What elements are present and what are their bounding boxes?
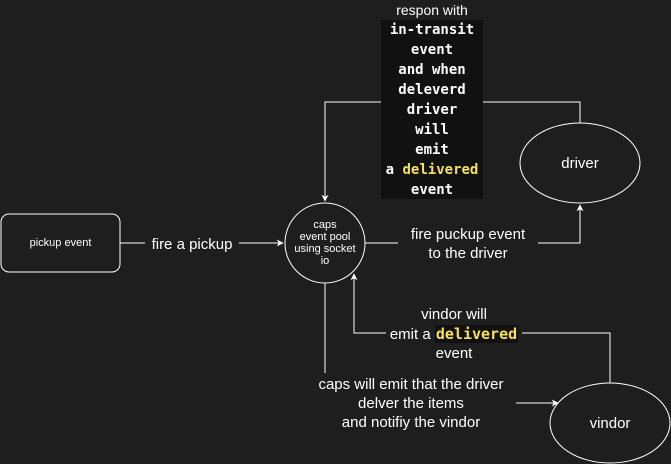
pickup-event-label: pickup event — [1, 214, 120, 272]
driver-label: driver — [520, 123, 640, 203]
edge-label-text: to the driver — [428, 244, 508, 262]
caps-label-line: event pool — [299, 231, 351, 243]
edge-label-text: deleverd — [398, 82, 466, 98]
edge-label-text: a — [385, 162, 403, 178]
edge-label-line: a delivered — [381, 160, 483, 180]
edge-label-text: emit a — [389, 325, 435, 343]
caps-label: caps event pool using socket io — [285, 203, 365, 283]
edge-label-text: emit — [415, 142, 449, 158]
code-block-background — [381, 20, 483, 199]
caps-label-line: io — [320, 255, 330, 267]
edge-label-text: fire puckup event — [410, 226, 526, 243]
edge-label-caps-to-vindor: caps will emit that the driver delver th… — [306, 376, 516, 433]
edge-label-text: caps will emit that the driver — [318, 376, 504, 393]
caps-label-line: caps — [313, 219, 337, 231]
edge-label-text: will — [415, 122, 449, 138]
edge-label-text: delver the items — [358, 394, 464, 412]
code-highlight: in-transit — [389, 22, 475, 38]
edge-label-text: respon with — [396, 2, 468, 18]
code-highlight: delivered — [434, 324, 519, 343]
edge-label-text: and notifiy the vindor — [341, 413, 481, 431]
edge-label-caps-to-driver: fire puckup event to the driver — [398, 226, 538, 264]
caps-label-line: using socket — [294, 243, 356, 255]
pickup-event-text: pickup event — [29, 237, 92, 249]
edge-label-text: event — [435, 344, 473, 362]
code-highlight: event — [410, 182, 454, 198]
edge-label-text: vindor will — [421, 306, 487, 323]
edge-label-text: driver — [406, 102, 458, 118]
edge-label-text: fire a pickup — [151, 236, 233, 253]
code-highlight: delivered — [402, 162, 479, 178]
vindor-text: vindor — [589, 414, 631, 432]
edge-label-vindor-to-caps: vindor will emit a delivered event — [386, 306, 522, 364]
edge-label-text: event — [410, 42, 454, 58]
edge-caps-to-vindor[interactable] — [324, 283, 558, 403]
edge-label-text: and when — [398, 62, 466, 78]
edge-label-fire-pickup: fire a pickup — [145, 236, 239, 255]
edge-label-driver-to-caps: respon with in-transit event and when de… — [381, 0, 483, 199]
edge-label-line: emit a delivered — [386, 324, 522, 345]
vindor-label: vindor — [550, 383, 670, 463]
driver-text: driver — [561, 154, 599, 172]
